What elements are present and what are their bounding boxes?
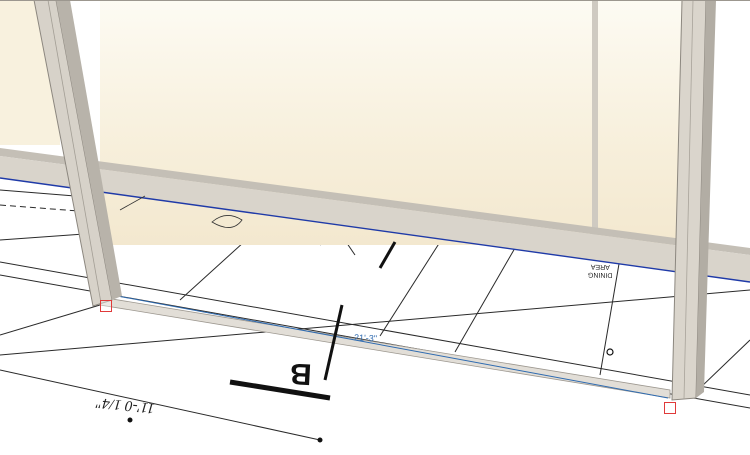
dimension-label[interactable]: 21'-3" [353, 332, 378, 344]
room-tag-line2: AREA [590, 262, 610, 271]
room-tag: DINING AREA [588, 262, 613, 278]
section-letter: B [289, 356, 313, 391]
wall-sill-face [0, 156, 750, 282]
wall-sill-top [0, 148, 750, 255]
plan-door-symbol [211, 215, 243, 228]
glass-mullion [592, 0, 598, 240]
dimension-line [111, 294, 669, 399]
grip-handle-start[interactable] [100, 300, 112, 312]
grip-handle-end[interactable] [664, 402, 676, 414]
room-tag-line1: DINING [587, 270, 613, 279]
section-marker [127, 241, 614, 443]
